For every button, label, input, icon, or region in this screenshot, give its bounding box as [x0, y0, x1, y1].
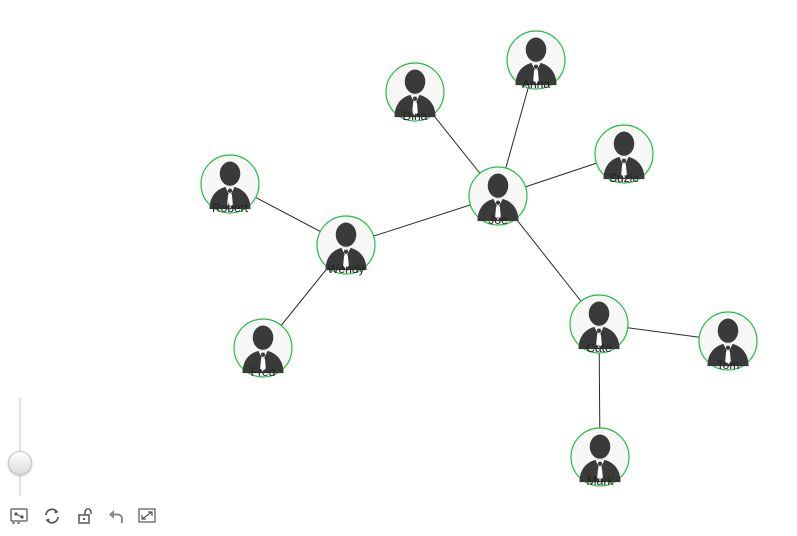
zoom-slider-thumb[interactable] — [8, 450, 32, 475]
layout-tool-icon[interactable] — [8, 505, 30, 527]
node-cate[interactable]: Cate — [569, 294, 629, 355]
nodes: AnnaDinaSuzieRobertJoeWendyCateTomFredMa… — [200, 30, 758, 488]
node-label: Tom — [717, 358, 740, 372]
node-label: Dina — [403, 109, 428, 123]
node-label: Anna — [522, 77, 550, 91]
fullscreen-icon[interactable] — [136, 505, 158, 527]
node-label: Joe — [488, 213, 508, 227]
node-fred[interactable]: Fred — [233, 318, 293, 379]
node-label: Suzie — [609, 171, 639, 185]
lock-icon[interactable] — [74, 505, 96, 527]
node-label: Fred — [251, 365, 276, 379]
refresh-icon[interactable] — [41, 505, 63, 527]
node-suzie[interactable]: Suzie — [594, 124, 654, 185]
zoom-slider-track[interactable] — [19, 398, 21, 496]
undo-icon[interactable] — [105, 505, 127, 527]
node-robert[interactable]: Robert — [200, 154, 260, 215]
node-anna[interactable]: Anna — [506, 30, 566, 91]
node-dina[interactable]: Dina — [385, 62, 445, 123]
node-label: Robert — [212, 201, 249, 215]
node-wendy[interactable]: Wendy — [316, 215, 376, 276]
node-joe[interactable]: Joe — [468, 166, 528, 227]
node-label: Wendy — [327, 262, 364, 276]
node-label: Mark — [587, 474, 615, 488]
edges — [229, 59, 729, 458]
node-label: Cate — [586, 341, 612, 355]
node-tom[interactable]: Tom — [698, 311, 758, 372]
node-mark[interactable]: Mark — [570, 427, 630, 488]
